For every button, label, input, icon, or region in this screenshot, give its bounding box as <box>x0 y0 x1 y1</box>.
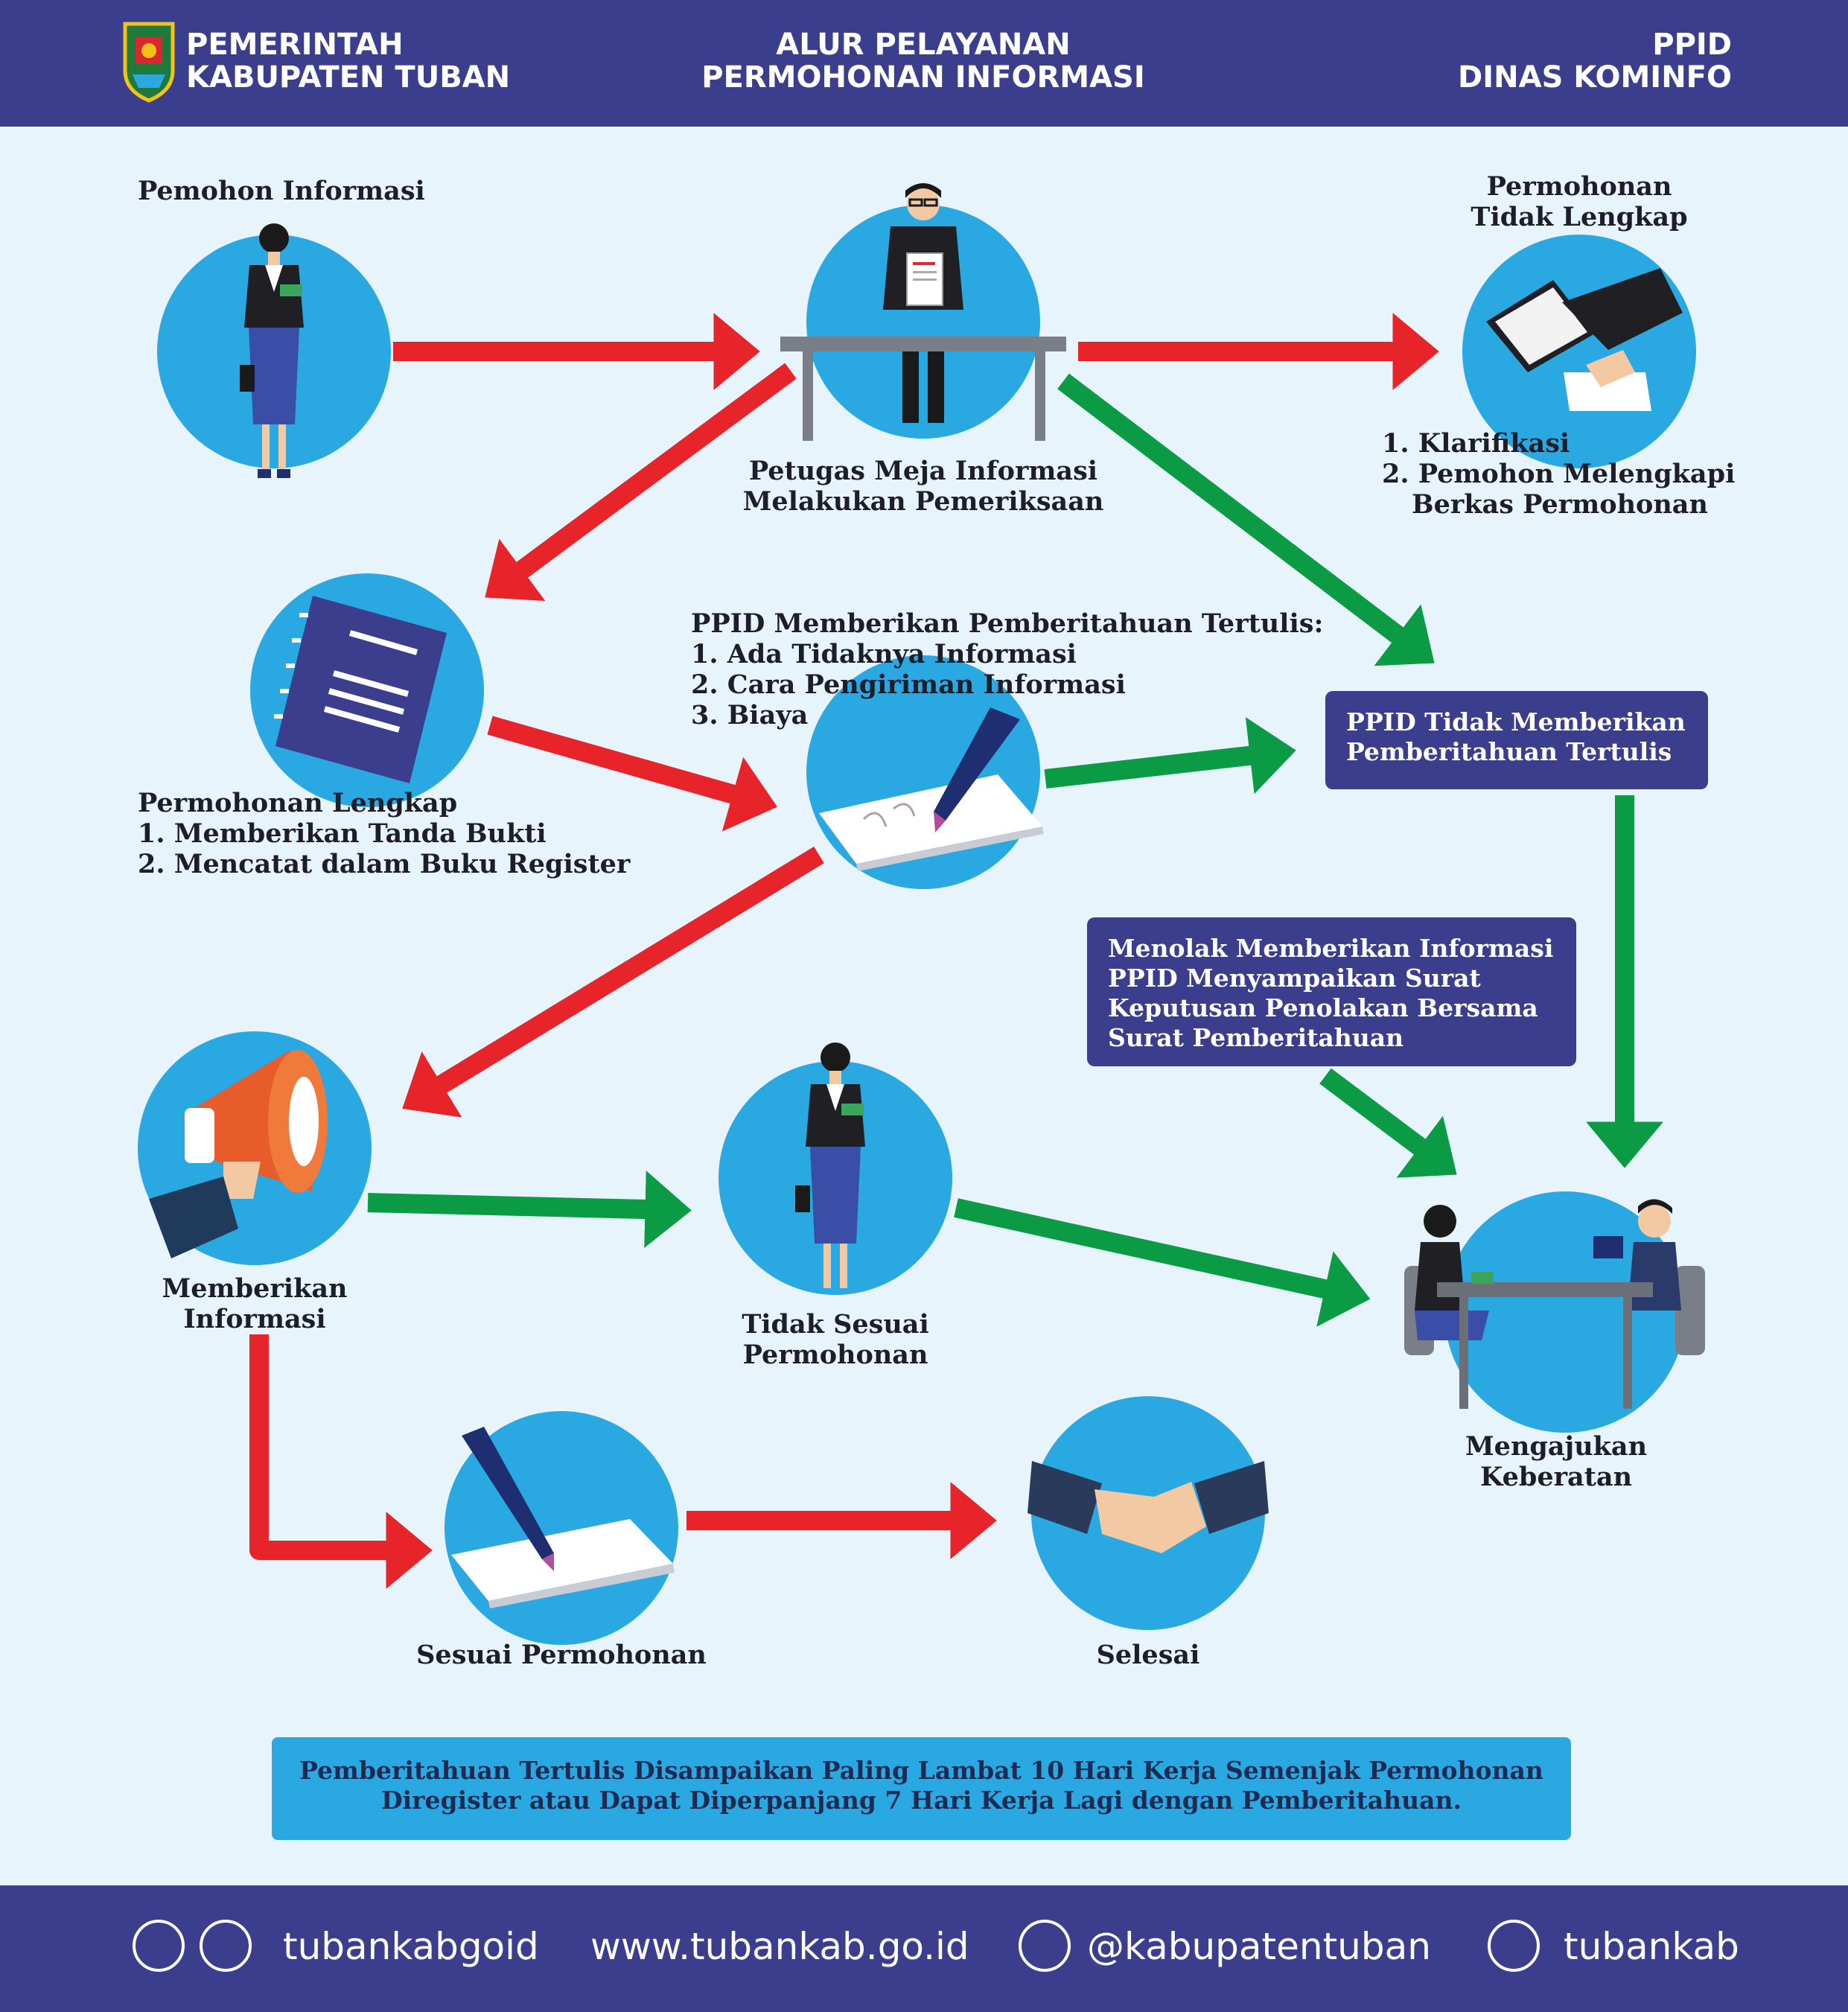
header-left-line2: KABUPATEN TUBAN <box>186 60 511 95</box>
label-petugas-line1: Petugas Meja Informasi <box>748 456 1098 486</box>
label-tidak-sesuai-line1: Tidak Sesuai <box>742 1309 929 1340</box>
note-line2: Diregister atau Dapat Diperpanjang 7 Har… <box>380 1786 1462 1815</box>
footer-youtube[interactable]: tubankab <box>1564 1925 1739 1968</box>
red-arrows <box>249 313 1439 1589</box>
header-title-line2: PERMOHONAN INFORMASI <box>701 60 1145 95</box>
green-arrows <box>367 373 1663 1327</box>
label-lengkap: Permohonan Lengkap 1. Memberikan Tanda B… <box>138 788 630 879</box>
woman-applicant-icon <box>240 223 304 478</box>
woman-applicant-icon <box>795 1042 865 1288</box>
box-tidak-memberi: PPID Tidak Memberikan Pemberitahuan Tert… <box>1325 691 1708 789</box>
footer-bar <box>0 1885 1848 2012</box>
label-memberikan-line2: Informasi <box>183 1304 326 1334</box>
label-tidak-sesuai: Tidak Sesuai Permohonan <box>686 1309 984 1370</box>
label-pemohon: Pemohon Informasi <box>138 176 425 206</box>
officer-desk-icon <box>780 183 1066 441</box>
note-line1: Pemberitahuan Tertulis Disampaikan Palin… <box>299 1756 1543 1785</box>
label-lengkap-line1: Permohonan Lengkap <box>138 788 458 818</box>
header-right: PPID DINAS KOMINFO <box>1310 28 1732 94</box>
header-right-line2: DINAS KOMINFO <box>1458 60 1732 95</box>
label-sesuai: Sesuai Permohonan <box>416 1640 707 1670</box>
box-menolak-line1: Menolak Memberikan Informasi <box>1108 934 1554 963</box>
label-tidak-lengkap-line1: Permohonan <box>1486 171 1672 202</box>
header-bar <box>0 0 1848 127</box>
footer-website[interactable]: www.tubankab.go.id <box>590 1925 969 1968</box>
megaphone-icon <box>149 1050 328 1258</box>
handshake-icon <box>1027 1461 1269 1553</box>
label-klarifikasi-line3: Berkas Permohonan <box>1412 489 1708 520</box>
box-menolak-line4: Surat Pemberitahuan <box>1108 1023 1404 1052</box>
label-selesai: Selesai <box>1096 1640 1200 1670</box>
label-klarifikasi-line1: 1. Klarifikasi <box>1382 428 1570 459</box>
label-klarifikasi: 1. Klarifikasi 2. Pemohon Melengkapi Ber… <box>1382 428 1735 520</box>
box-menolak-line2: PPID Menyampaikan Surat <box>1108 964 1481 993</box>
box-menolak: Menolak Memberikan Informasi PPID Menyam… <box>1087 917 1576 1066</box>
pen-signing-icon <box>451 1427 675 1608</box>
footer-instagram[interactable]: @kabupatentuban <box>1087 1925 1431 1968</box>
label-keberatan-line2: Keberatan <box>1479 1462 1633 1492</box>
label-memberikan-line1: Memberikan <box>162 1273 348 1304</box>
facebook-icon-ring[interactable] <box>133 1920 185 1972</box>
label-ppid-line3: 2. Cara Pengiriman Informasi <box>691 669 1126 700</box>
label-ppid-line4: 3. Biaya <box>691 700 809 730</box>
circle-petugas <box>806 205 1040 439</box>
label-keberatan: Mengajukan Keberatan <box>1407 1431 1705 1492</box>
notebook-icon <box>274 596 447 783</box>
header-left-line1: PEMERINTAH <box>186 28 404 62</box>
box-menolak-line3: Keputusan Penolakan Bersama <box>1108 993 1538 1022</box>
label-ppid-line2: 1. Ada Tidaknya Informasi <box>691 639 1077 669</box>
label-ppid-line1: PPID Memberikan Pemberitahuan Tertulis: <box>691 608 1324 639</box>
meeting-table-icon <box>1404 1199 1705 1409</box>
header-title: ALUR PELAYANAN PERMOHONAN INFORMASI <box>625 28 1221 94</box>
twitter-icon-ring[interactable] <box>200 1920 252 1972</box>
tuban-crest-icon <box>123 22 175 103</box>
label-memberikan: Memberikan Informasi <box>106 1273 404 1334</box>
label-klarifikasi-line2: 2. Pemohon Melengkapi <box>1382 459 1736 489</box>
label-lengkap-line3: 2. Mencatat dalam Buku Register <box>138 849 631 879</box>
label-lengkap-line2: 1. Memberikan Tanda Bukti <box>138 818 547 849</box>
label-tidak-lengkap: Permohonan Tidak Lengkap <box>1430 171 1728 232</box>
label-tidak-lengkap-line2: Tidak Lengkap <box>1471 202 1688 232</box>
youtube-icon-ring[interactable] <box>1488 1920 1540 1972</box>
label-ppid: PPID Memberikan Pemberitahuan Tertulis: … <box>691 608 1323 730</box>
box-tidak-memberi-line1: PPID Tidak Memberikan <box>1346 707 1686 736</box>
clipboard-handover-icon <box>1486 268 1683 411</box>
note-box: Pemberitahuan Tertulis Disampaikan Palin… <box>272 1737 1571 1840</box>
header-right-line1: PPID <box>1652 28 1732 62</box>
label-tidak-sesuai-line2: Permohonan <box>742 1340 928 1370</box>
instagram-icon-ring[interactable] <box>1019 1920 1071 1972</box>
header-title-line1: ALUR PELAYANAN <box>776 28 1071 62</box>
box-tidak-memberi-line2: Pemberitahuan Tertulis <box>1346 737 1672 766</box>
label-petugas: Petugas Meja Informasi Melakukan Pemerik… <box>700 456 1147 517</box>
header-left: PEMERINTAH KABUPATEN TUBAN <box>186 28 510 94</box>
footer-facebook-twitter[interactable]: tubankabgoid <box>283 1925 539 1968</box>
pen-writing-icon <box>819 707 1044 871</box>
label-petugas-line2: Melakukan Pemeriksaan <box>742 486 1104 517</box>
label-keberatan-line1: Mengajukan <box>1465 1431 1648 1462</box>
